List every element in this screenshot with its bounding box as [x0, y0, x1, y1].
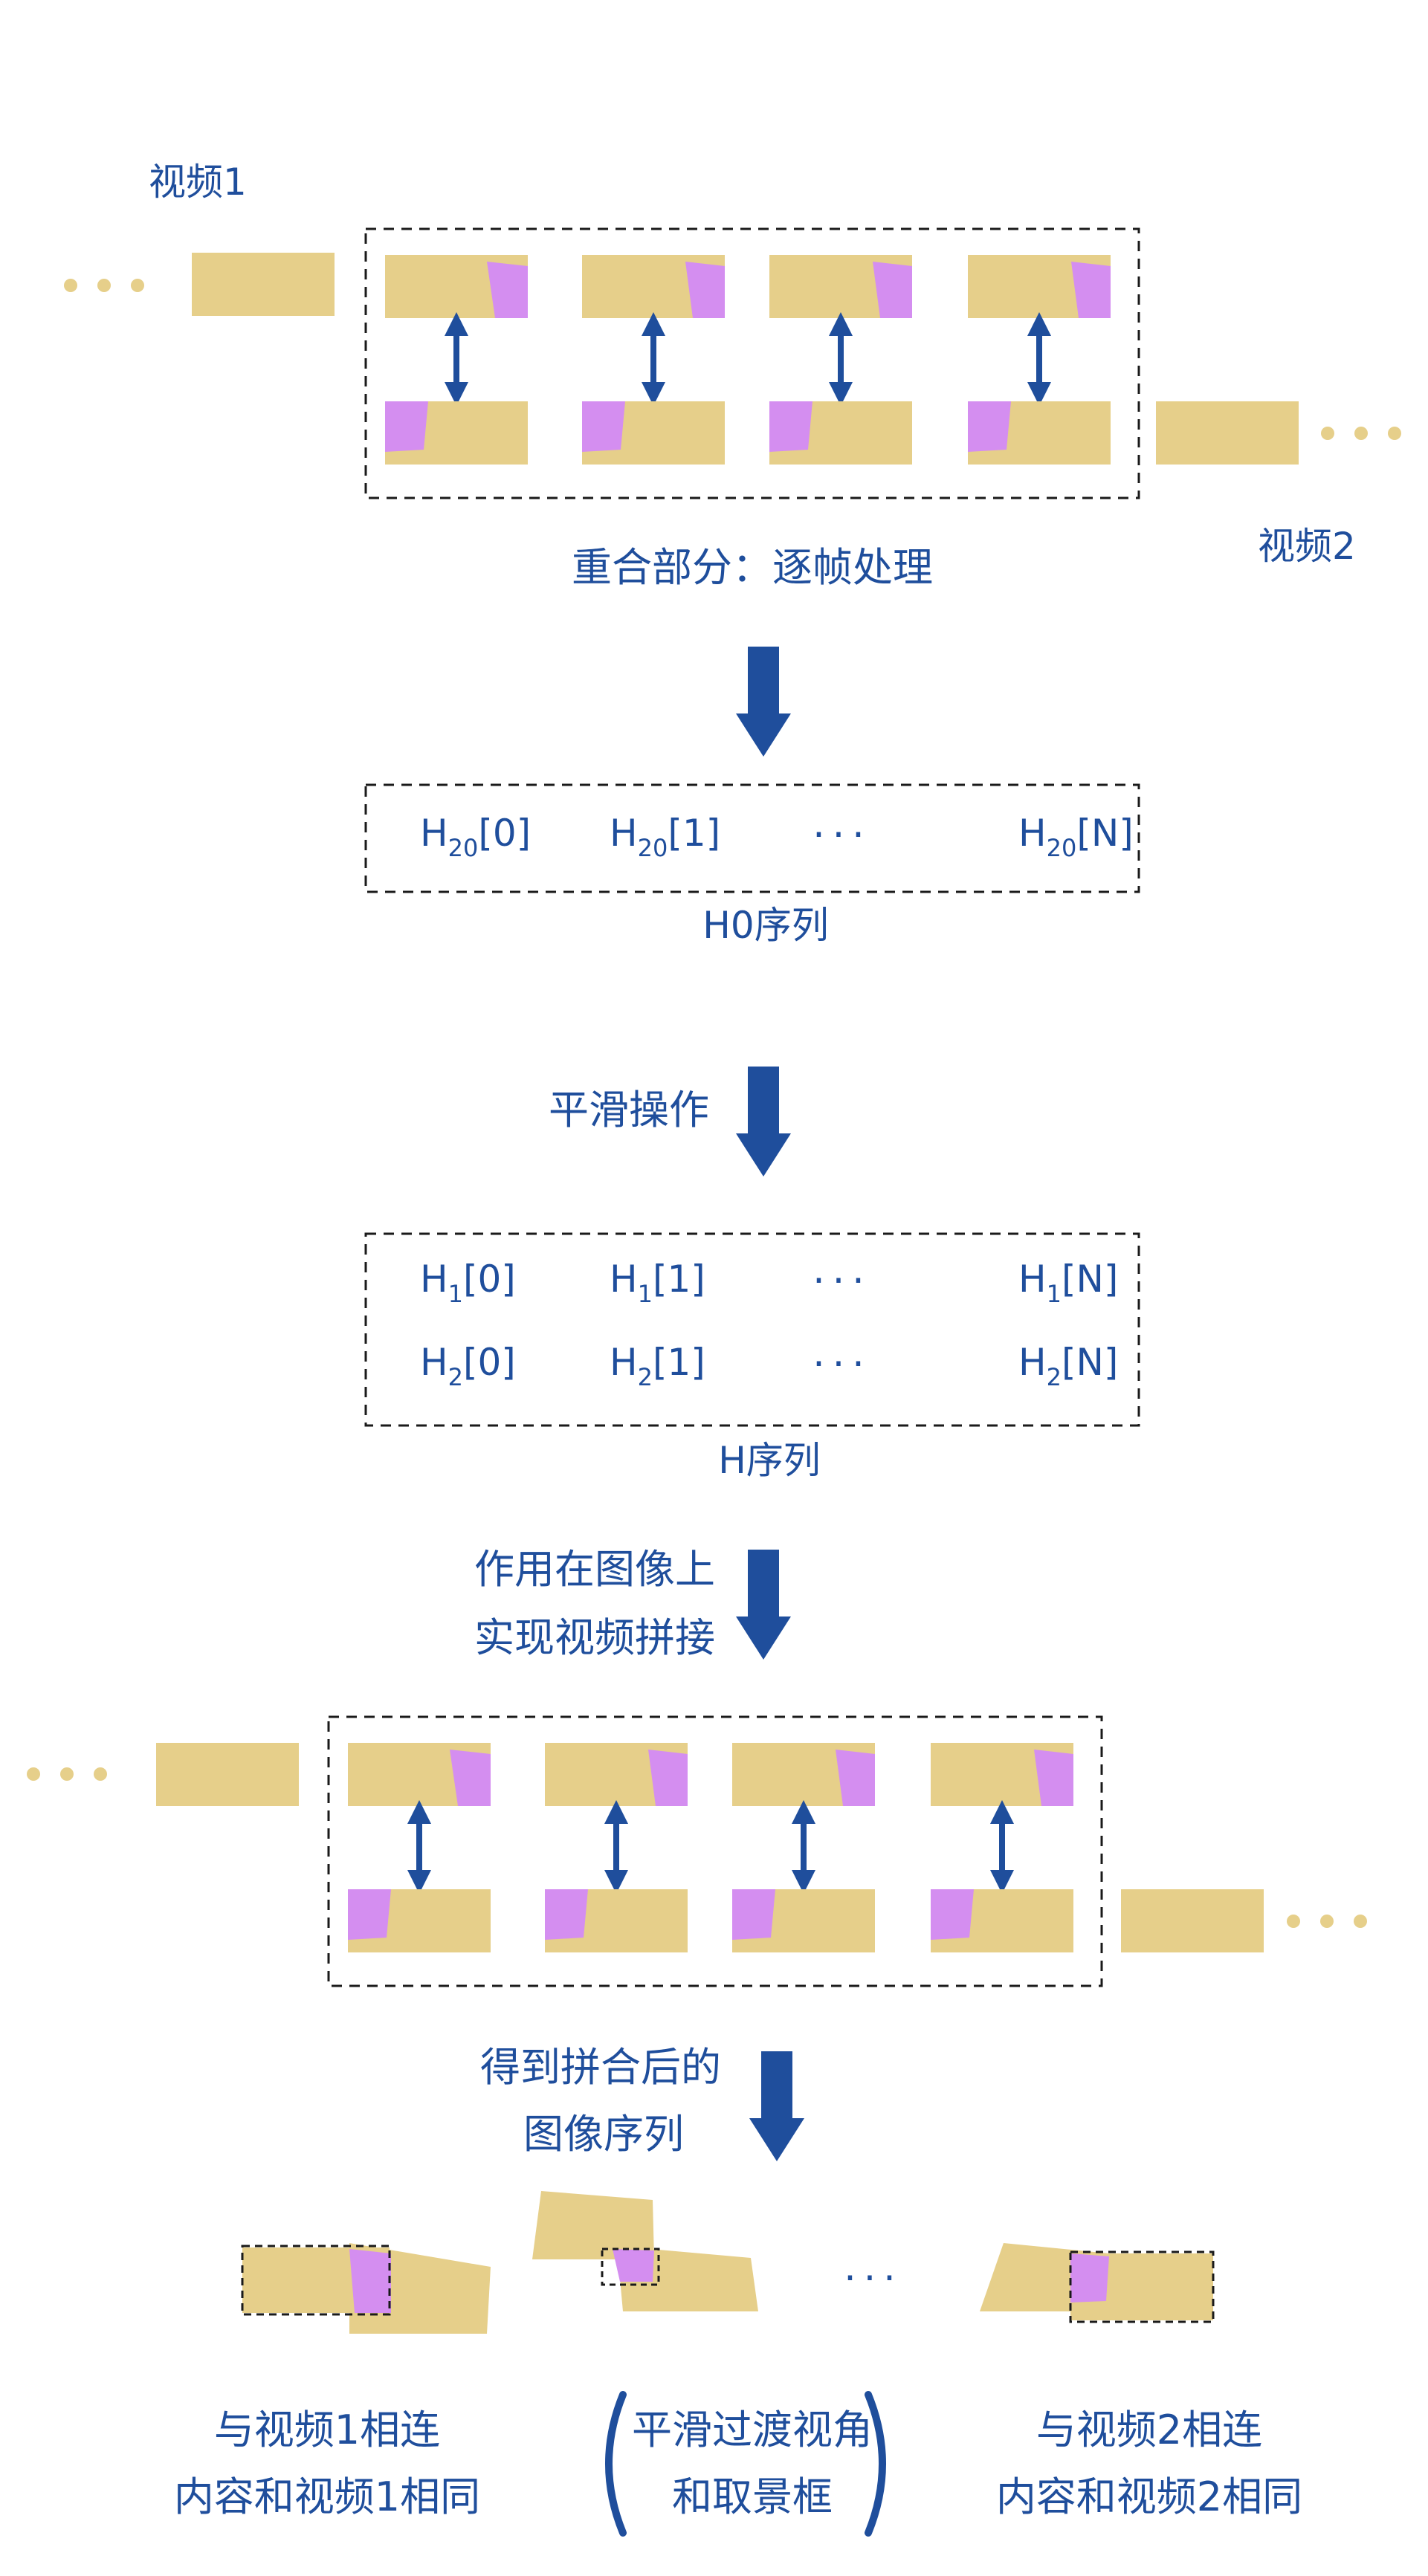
homography-term: H20[0]: [420, 812, 531, 862]
overlap-frames-top: [385, 255, 1111, 465]
overlap-patch: [348, 1889, 391, 1940]
homography-term: H2[0]: [420, 1341, 516, 1391]
overlap-patch: [385, 401, 428, 452]
overlap-patch: [732, 1889, 775, 1940]
result-label-line2: 图像序列: [523, 2111, 684, 2158]
overlap-frames-bottom: [348, 1743, 1073, 1952]
overlap-patch: [1034, 1750, 1073, 1806]
left-note-line1: 与视频1相连: [214, 2407, 440, 2453]
left-dots-bottom: [27, 1767, 107, 1781]
overlap-patch: [836, 1750, 875, 1806]
overlap-patch: [487, 262, 528, 318]
h0-sequence-row: H20[0] H20[1] ··· H20[N]: [420, 812, 1134, 862]
h1-sequence-row: H1[0] H1[1] ··· H1[N]: [420, 1258, 1118, 1308]
viewport-frame: [241, 2245, 391, 2316]
overlap-patch: [1071, 262, 1111, 318]
h-caption: H序列: [718, 1439, 821, 1482]
mid-note-line1: 平滑过渡视角: [632, 2407, 873, 2453]
sequence-ellipsis: ···: [809, 816, 868, 854]
sequence-ellipsis: ···: [809, 1345, 868, 1383]
overlap-patch: [1070, 2253, 1109, 2302]
overlap-region-box-top: [364, 227, 1140, 499]
overlap-patch: [769, 401, 812, 452]
h0-caption: H0序列: [702, 904, 828, 947]
overlap-region-box-bottom: [327, 1715, 1103, 1987]
down-arrow-4: [749, 2051, 804, 2161]
overlap-patch: [450, 1750, 491, 1806]
video2-frame-outside: [1156, 401, 1299, 465]
overlap-patch: [545, 1889, 588, 1940]
homography-term: H1[0]: [420, 1258, 516, 1308]
homography-term: H2[N]: [1018, 1341, 1118, 1391]
homography-term: H20[N]: [1018, 812, 1134, 862]
right-dots-top: [1321, 427, 1401, 440]
homography-term: H20[1]: [610, 812, 720, 862]
mid-note-line2: 和取景框: [672, 2473, 833, 2520]
down-arrow-3: [736, 1550, 791, 1660]
overlap-patch: [582, 401, 625, 452]
homography-term: H1[1]: [610, 1258, 705, 1308]
result-ellipsis: ···: [840, 2259, 899, 2297]
left-note-line2: 内容和视频1相同: [174, 2473, 480, 2520]
video1-frame-warped: [532, 2191, 654, 2259]
stitched-image-right: [980, 2243, 1215, 2323]
right-note-line1: 与视频2相连: [1036, 2407, 1262, 2453]
parenthesis-left: [605, 2391, 627, 2537]
viewport-frame: [1069, 2250, 1215, 2323]
right-note-line2: 内容和视频2相同: [996, 2473, 1302, 2520]
stitched-image-middle: [532, 2191, 758, 2311]
viewport-frame: [601, 2247, 660, 2286]
overlap-caption: 重合部分：逐帧处理: [572, 544, 933, 591]
overlap-patch: [873, 262, 912, 318]
video1-label: 视频1: [149, 161, 247, 204]
apply-label-line2: 实现视频拼接: [474, 1614, 715, 1661]
left-dots-top: [64, 279, 144, 292]
video2-label: 视频2: [1258, 525, 1356, 568]
down-arrow-1: [736, 647, 791, 757]
overlap-patch: [349, 2249, 391, 2313]
h0-sequence-box: [364, 783, 1140, 893]
overlap-patch: [685, 262, 725, 318]
stitched-image-left: [241, 2243, 491, 2334]
homography-term: H2[1]: [610, 1341, 705, 1391]
smoothing-label: 平滑操作: [549, 1087, 709, 1133]
homography-term: H1[N]: [1018, 1258, 1118, 1308]
video2-frame-outside: [1121, 1889, 1264, 1952]
overlap-patch: [931, 1889, 974, 1940]
right-dots-bottom: [1287, 1915, 1367, 1928]
overlap-patch: [613, 2249, 654, 2282]
h2-sequence-row: H2[0] H2[1] ··· H2[N]: [420, 1341, 1118, 1391]
sequence-ellipsis: ···: [809, 1262, 868, 1300]
result-label-line1: 得到拼合后的: [480, 2044, 721, 2091]
video1-frame-outside: [156, 1743, 299, 1806]
down-arrow-2: [736, 1067, 791, 1177]
overlap-patch: [968, 401, 1011, 452]
apply-label-line1: 作用在图像上: [474, 1546, 715, 1593]
video1-frame-outside: [192, 253, 335, 316]
overlap-patch: [648, 1750, 688, 1806]
parenthesis-right: [865, 2391, 886, 2537]
